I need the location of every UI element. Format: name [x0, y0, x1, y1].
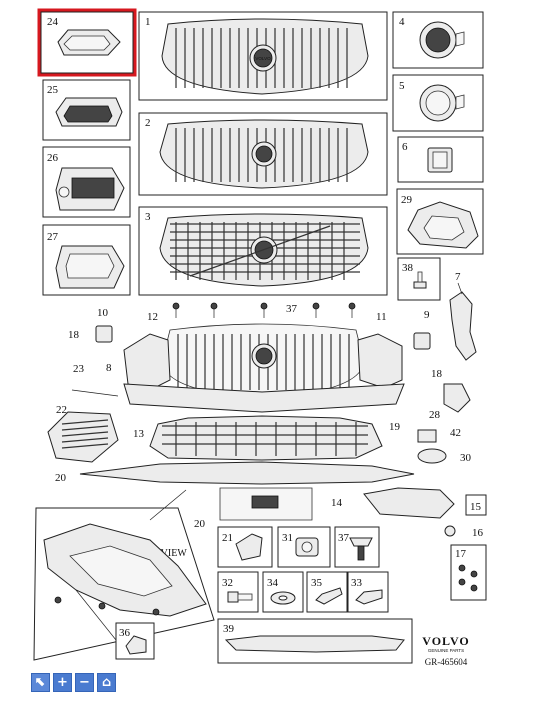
- svg-text:GENUINE PARTS: GENUINE PARTS: [428, 648, 464, 653]
- pointer-icon: ⬉: [35, 675, 46, 690]
- part-box-33[interactable]: 33: [347, 571, 389, 613]
- svg-text:10: 10: [97, 307, 109, 319]
- svg-text:23: 23: [73, 363, 85, 375]
- svg-text:VOLVO: VOLVO: [255, 56, 271, 61]
- svg-text:32: 32: [222, 577, 233, 589]
- zoom-in-icon: +: [57, 675, 68, 690]
- svg-text:39: 39: [223, 623, 235, 635]
- svg-text:24: 24: [47, 16, 59, 28]
- part-box-14[interactable]: 14: [219, 487, 343, 521]
- home-button[interactable]: ⌂: [97, 673, 116, 692]
- svg-text:8: 8: [106, 362, 112, 374]
- svg-text:16: 16: [472, 527, 484, 539]
- part-16-clip[interactable]: 16: [444, 525, 484, 539]
- svg-text:17: 17: [455, 548, 467, 560]
- part-box-2[interactable]: 2: [138, 112, 388, 196]
- svg-text:27: 27: [47, 231, 59, 243]
- svg-text:9: 9: [424, 309, 430, 321]
- svg-text:33: 33: [351, 577, 363, 589]
- svg-text:5: 5: [399, 80, 405, 92]
- svg-text:13: 13: [133, 428, 145, 440]
- pointer-button[interactable]: ⬉: [31, 673, 50, 692]
- svg-text:37: 37: [338, 532, 350, 544]
- top-view-underbody[interactable]: 20 TOP VIEW: [33, 489, 215, 661]
- svg-text:31: 31: [282, 532, 293, 544]
- part-box-17[interactable]: 17: [450, 544, 487, 601]
- part-box-4[interactable]: 4: [392, 11, 484, 69]
- svg-text:14: 14: [331, 497, 343, 509]
- svg-text:36: 36: [119, 627, 131, 639]
- svg-text:25: 25: [47, 84, 59, 96]
- part-7-bracket[interactable]: 7: [449, 271, 477, 361]
- part-box-25[interactable]: 25: [42, 79, 131, 141]
- part-box-21[interactable]: 21: [217, 526, 273, 568]
- part-box-38[interactable]: 38: [397, 257, 441, 301]
- svg-text:22: 22: [56, 404, 67, 416]
- zoom-out-icon: −: [79, 675, 90, 690]
- svg-text:18: 18: [68, 329, 80, 341]
- svg-text:15: 15: [470, 501, 482, 513]
- svg-text:2: 2: [145, 117, 151, 129]
- part-box-5[interactable]: 5: [392, 74, 484, 132]
- volvo-logo: VOLVO GENUINE PARTS GR-465604: [422, 634, 469, 667]
- part-box-35[interactable]: 35: [306, 571, 348, 613]
- svg-text:VOLVO: VOLVO: [422, 634, 469, 648]
- svg-text:3: 3: [145, 211, 151, 223]
- part-box-1[interactable]: 1 VOLVO: [138, 11, 388, 101]
- zoom-out-button[interactable]: −: [75, 673, 94, 692]
- part-box-32[interactable]: 32: [217, 571, 259, 613]
- part-box-31[interactable]: 31: [277, 526, 331, 568]
- part-box-27[interactable]: 27: [42, 224, 131, 296]
- main-assembly: 37 12 11 10 9 18 8 18 19 23 22 13 28: [47, 302, 472, 485]
- part-box-24[interactable]: 24: [37, 8, 137, 77]
- svg-text:4: 4: [399, 16, 405, 28]
- svg-text:7: 7: [455, 271, 461, 283]
- home-icon: ⌂: [101, 675, 112, 690]
- svg-text:35: 35: [311, 577, 323, 589]
- svg-text:11: 11: [376, 311, 387, 323]
- part-box-15[interactable]: 15: [363, 487, 487, 519]
- svg-text:18: 18: [431, 368, 443, 380]
- svg-text:38: 38: [402, 262, 414, 274]
- part-box-29[interactable]: 29: [396, 188, 484, 255]
- svg-text:37: 37: [286, 303, 298, 315]
- diagram-toolbar: ⬉ + − ⌂: [31, 673, 116, 692]
- svg-text:26: 26: [47, 152, 59, 164]
- svg-text:20: 20: [194, 518, 206, 530]
- svg-text:30: 30: [460, 452, 472, 464]
- svg-text:29: 29: [401, 194, 413, 206]
- svg-text:12: 12: [147, 311, 158, 323]
- part-box-39[interactable]: 39: [217, 618, 413, 664]
- part-box-36[interactable]: 36: [75, 589, 155, 660]
- svg-text:34: 34: [267, 577, 279, 589]
- svg-text:19: 19: [389, 421, 401, 433]
- svg-text:28: 28: [429, 409, 441, 421]
- svg-text:GR-465604: GR-465604: [425, 657, 468, 667]
- part-box-6[interactable]: 6: [397, 136, 484, 183]
- part-box-26[interactable]: 26: [42, 146, 131, 218]
- zoom-in-button[interactable]: +: [53, 673, 72, 692]
- part-box-34[interactable]: 34: [262, 571, 304, 613]
- svg-text:42: 42: [450, 427, 461, 439]
- part-box-37[interactable]: 37: [334, 526, 380, 568]
- svg-text:21: 21: [222, 532, 233, 544]
- svg-text:6: 6: [402, 141, 408, 153]
- svg-text:20: 20: [55, 472, 67, 484]
- svg-text:1: 1: [145, 16, 151, 28]
- part-box-3[interactable]: 3: [138, 206, 388, 296]
